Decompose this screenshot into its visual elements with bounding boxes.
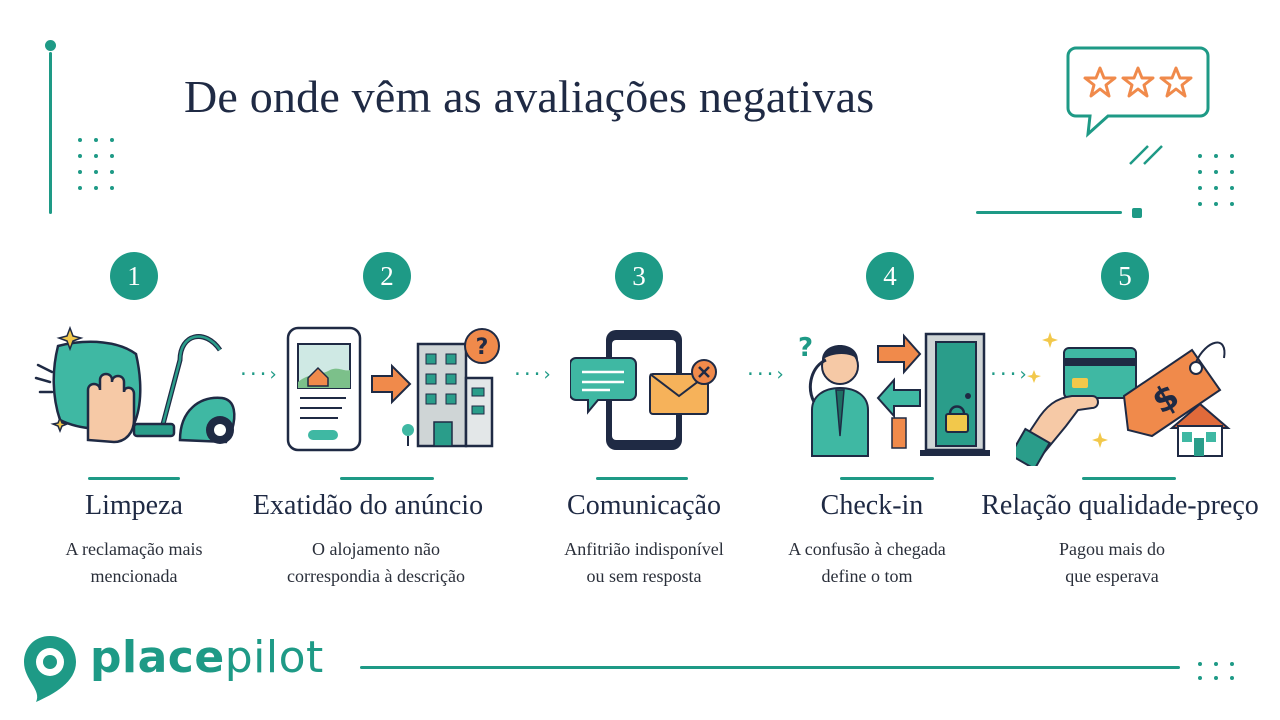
step-number-4: 4 — [866, 252, 914, 300]
decor-dot-grid-footer — [1198, 662, 1234, 680]
svg-text:?: ? — [798, 333, 813, 363]
decor-dot-grid-left — [78, 138, 114, 190]
decor-slash-lines — [1129, 145, 1163, 165]
brand-logo-text: placepilot — [90, 632, 324, 683]
step-title-3: Comunicação — [567, 490, 721, 521]
decor-dot — [45, 40, 56, 51]
flow-arrow-4: ···› — [988, 364, 1028, 385]
step-title-5: Relação qualidade-preço — [981, 490, 1259, 521]
step-underline-3 — [596, 477, 688, 480]
step-desc-line: A reclamação mais — [65, 539, 203, 559]
step-desc-3: Anfitrião indisponível ou sem resposta — [534, 536, 754, 590]
flow-arrow-1: ···› — [238, 364, 278, 385]
step-number-5: 5 — [1101, 252, 1149, 300]
step-desc-line: que esperava — [1065, 566, 1159, 586]
listing-vs-building-icon: ? — [286, 326, 500, 452]
step-desc-line: Pagou mais do — [1059, 539, 1165, 559]
logo-part-place: place — [90, 632, 225, 683]
step-desc-line: Anfitrião indisponível — [564, 539, 724, 559]
step-desc-line: correspondia à descrição — [287, 566, 465, 586]
step-underline-2 — [340, 477, 434, 480]
confused-guest-door-icon: ? — [798, 332, 990, 457]
location-pin-logo-icon — [24, 636, 76, 702]
step-desc-line: A confusão à chegada — [788, 539, 946, 559]
step-title-2: Exatidão do anúncio — [252, 490, 484, 521]
decor-dot — [1132, 208, 1142, 218]
step-desc-1: A reclamação mais mencionada — [24, 536, 244, 590]
decor-horizontal-line-top — [976, 211, 1122, 214]
phone-message-icon — [570, 330, 717, 450]
step-underline-1 — [88, 477, 180, 480]
step-number-2: 2 — [363, 252, 411, 300]
step-number-1: 1 — [110, 252, 158, 300]
step-desc-line: O alojamento não — [312, 539, 440, 559]
step-desc-line: mencionada — [90, 566, 178, 586]
footer-line — [360, 666, 1180, 669]
step-desc-line: ou sem resposta — [586, 566, 702, 586]
step-desc-2: O alojamento não correspondia à descriçã… — [256, 536, 496, 590]
svg-text:?: ? — [476, 335, 489, 360]
card-price-tag-house-icon: $ — [1016, 332, 1231, 466]
decor-dot-grid-right — [1198, 154, 1234, 206]
logo-part-pilot: pilot — [224, 632, 324, 683]
step-title-1: Limpeza — [85, 490, 183, 521]
decor-vertical-line — [49, 52, 52, 214]
step-number-3: 3 — [615, 252, 663, 300]
flow-arrow-3: ···› — [745, 364, 785, 385]
three-star-speech-bubble-icon — [1066, 46, 1210, 138]
flow-arrow-2: ···› — [512, 364, 552, 385]
page-title: De onde vêm as avaliações negativas — [184, 71, 875, 122]
step-underline-5 — [1082, 477, 1176, 480]
cleaning-cloth-vacuum-icon — [34, 325, 236, 444]
step-underline-4 — [840, 477, 934, 480]
step-title-4: Check-in — [820, 490, 924, 521]
step-desc-5: Pagou mais do que esperava — [1012, 536, 1212, 590]
step-desc-line: define o tom — [821, 566, 913, 586]
step-desc-4: A confusão à chegada define o tom — [762, 536, 972, 590]
